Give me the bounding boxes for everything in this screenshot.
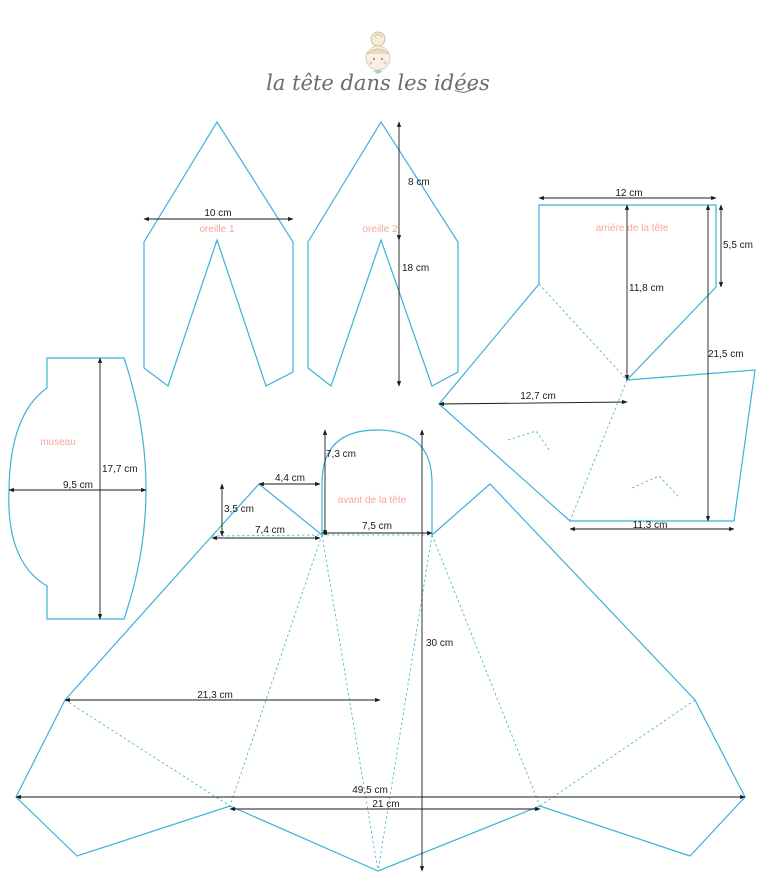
front-fold-c <box>229 534 323 807</box>
back-fold-mark-1 <box>507 430 551 452</box>
front-small-width-label: 4,4 cm <box>275 473 305 484</box>
front-fold-f <box>539 699 696 807</box>
front-fold-e <box>64 699 231 807</box>
ear-tip-label: 8 cm <box>408 177 430 188</box>
back-label: arrière de la tête <box>596 223 669 234</box>
ear-height-label: 18 cm <box>402 263 429 274</box>
back-height-label: 21,5 cm <box>708 349 744 360</box>
muzzle-height-label: 17,7 cm <box>102 464 138 475</box>
front-small-height-label: 3,5 cm <box>224 504 254 515</box>
ear-1-outline <box>143 120 294 387</box>
front-fold-a <box>321 534 379 872</box>
ear-2-outline <box>307 120 459 387</box>
front-bottom-label: 21 cm <box>372 799 399 810</box>
logo: la tête dans les idées <box>266 31 490 95</box>
back-outline <box>438 204 756 522</box>
front-fold-d <box>431 534 541 807</box>
ear-1-piece: oreille 1 10 cm <box>143 120 294 387</box>
ear-2-piece: oreille 2 8 cm 18 cm <box>307 120 459 387</box>
muzzle-outline <box>8 357 147 620</box>
back-of-head-piece: arrière de la tête 12 cm 5,5 cm 11,8 cm … <box>438 188 756 532</box>
ear-width-label: 10 cm <box>204 208 231 219</box>
girl-with-bun-icon <box>365 31 391 74</box>
back-diag-label: 12,7 cm <box>520 391 556 402</box>
muzzle-label: museau <box>40 437 76 448</box>
back-fold-2 <box>569 379 628 522</box>
muzzle-width-label: 9,5 cm <box>63 480 93 491</box>
front-arch-height-label: 7,3 cm <box>326 449 356 460</box>
front-small-base-label: 7,4 cm <box>255 525 285 536</box>
back-bottom-label: 11,3 cm <box>633 520 668 531</box>
ear-2-label: oreille 2 <box>362 224 397 235</box>
back-fold-mark-2 <box>631 475 680 498</box>
front-arch-width-label: 7,5 cm <box>362 521 392 532</box>
front-of-head-piece: avant de la tête 4,4 cm 3,5 cm 7,4 cm 7,… <box>15 429 746 872</box>
muzzle-piece: museau 17,7 cm 9,5 cm <box>8 357 147 620</box>
logo-text: la tête dans les idées <box>266 71 490 95</box>
back-center-label: 11,8 cm <box>629 283 664 294</box>
back-fold-1 <box>538 283 628 381</box>
back-width-label: 12 cm <box>615 188 642 199</box>
front-fold-b <box>377 534 433 872</box>
front-half-label: 21,3 cm <box>197 690 233 701</box>
front-total-label: 49,5 cm <box>352 785 388 796</box>
ear-1-label: oreille 1 <box>199 224 234 235</box>
back-side-label: 5,5 cm <box>723 240 753 251</box>
front-label: avant de la tête <box>338 495 407 506</box>
front-height-label: 30 cm <box>426 638 453 649</box>
front-fold-g <box>211 534 323 537</box>
